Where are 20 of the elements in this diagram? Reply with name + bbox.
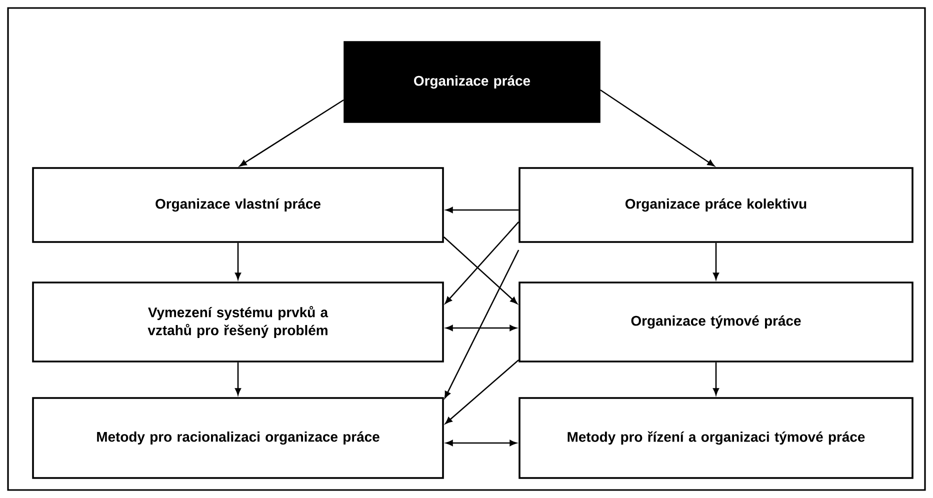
process-box: Metody pro řízení a organizaci týmové práce: [518, 397, 914, 479]
arrow: [235, 362, 241, 396]
arrow: [446, 440, 517, 446]
process-box: Organizace týmové práce: [518, 282, 914, 362]
arrow: [445, 360, 520, 424]
arrow: [444, 250, 520, 398]
arrow: [443, 236, 518, 304]
arrow: [600, 89, 714, 166]
process-box: Vymezení systému prvků a vztahů pro řešený problém: [32, 282, 444, 362]
arrow: [446, 325, 517, 331]
arrow: [713, 362, 719, 396]
arrow: [713, 242, 719, 280]
arrow: [235, 242, 241, 280]
process-box: Organizace vlastní práce: [32, 167, 444, 243]
arrow: [240, 99, 344, 166]
arrow: [446, 207, 519, 213]
title-box: Organizace práce: [344, 41, 600, 123]
process-box: Organizace práce kolektivu: [518, 167, 914, 243]
process-box: Metody pro racionalizaci organizace práce: [32, 397, 444, 479]
arrow: [445, 222, 520, 304]
